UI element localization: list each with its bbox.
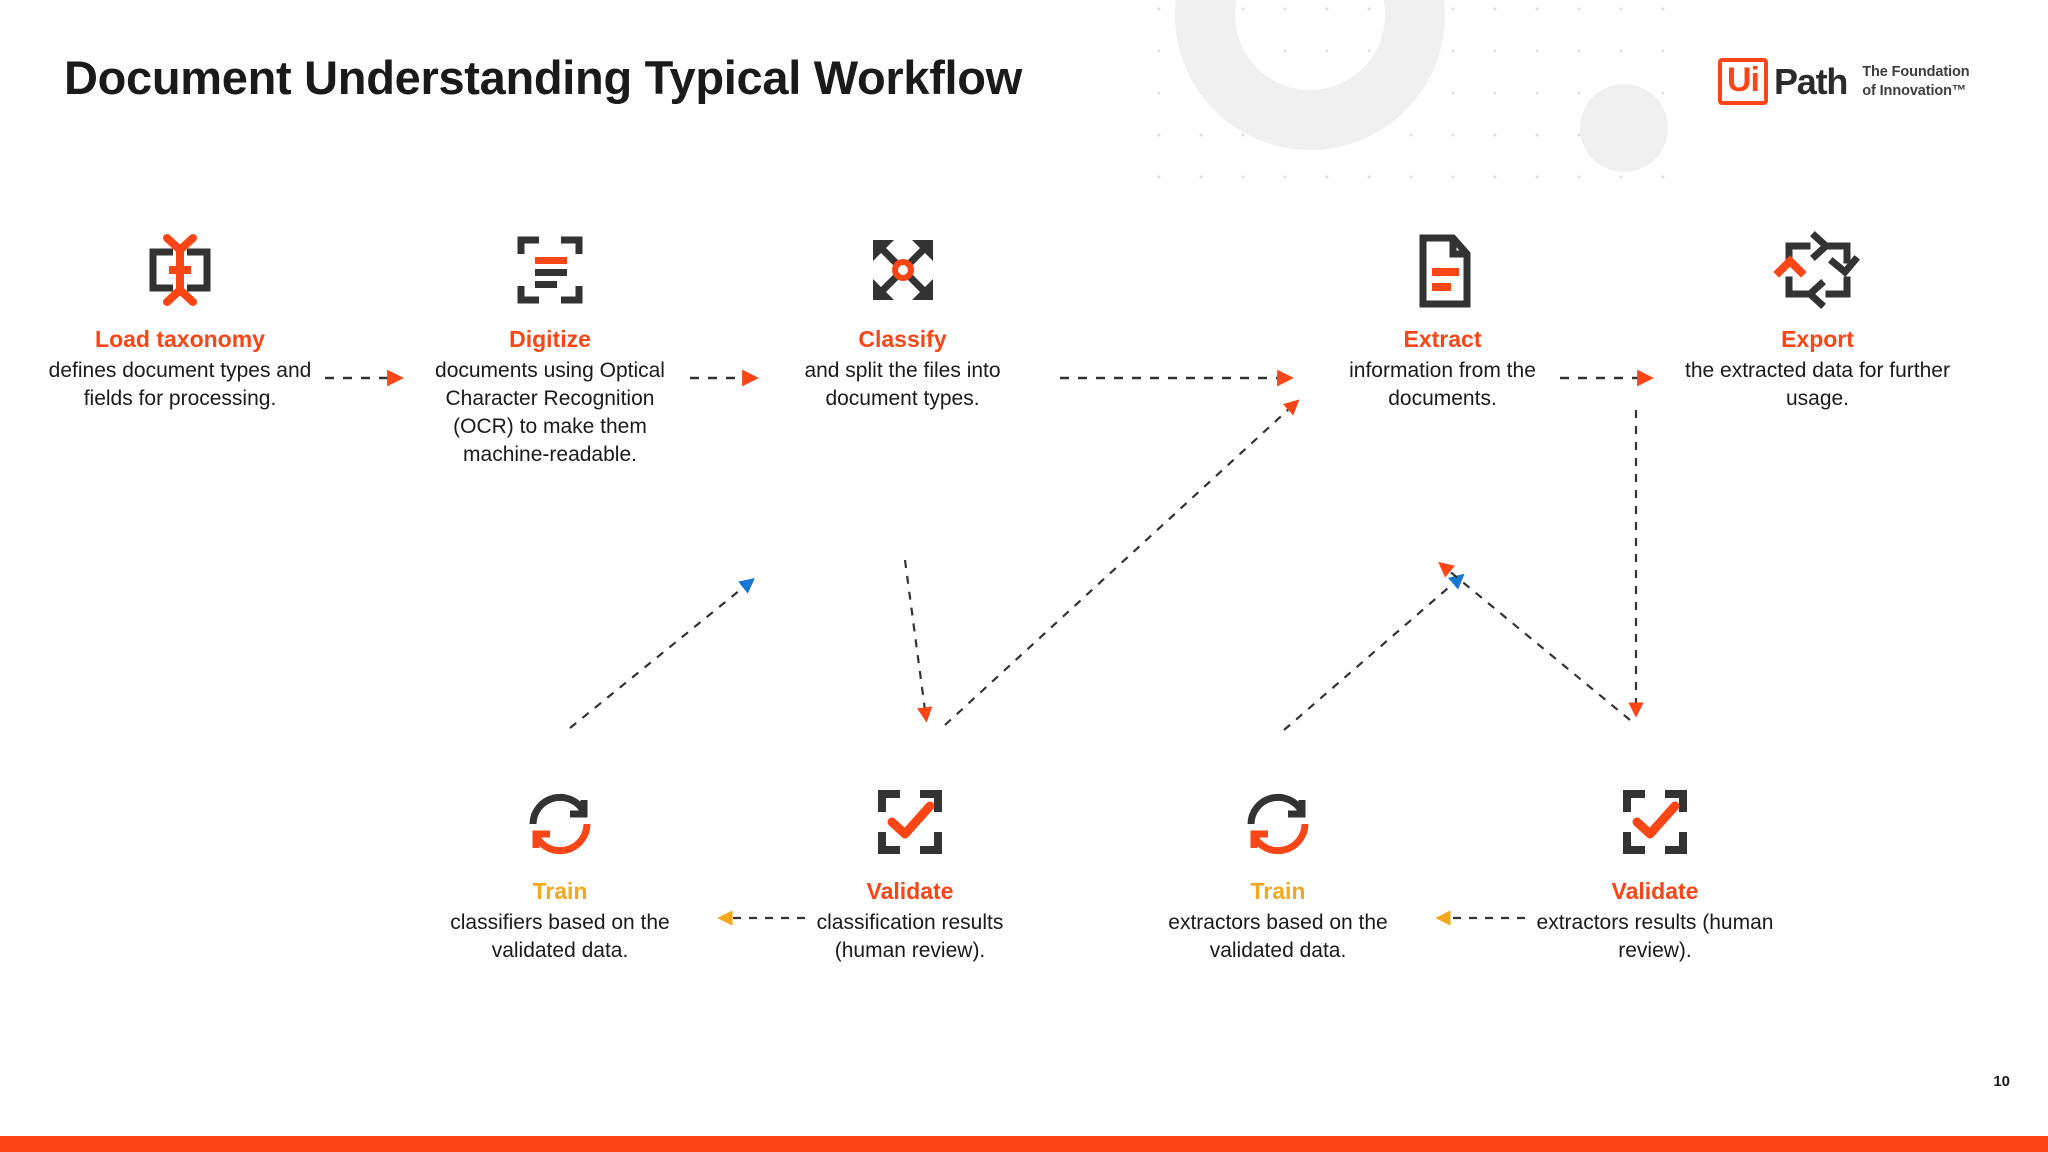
connector-validate-to-train-classifiers xyxy=(569,577,755,729)
connector-validate-extraction-to-train-extractors xyxy=(1283,573,1465,731)
scan-document-icon xyxy=(425,228,675,312)
step-title-validate-classification: Validate xyxy=(866,878,954,904)
step-desc-train-extractors: extractors based on the validated data. xyxy=(1168,911,1388,963)
step-validate-extraction[interactable]: Validate extractors results (human revie… xyxy=(1530,780,1780,965)
step-train-classifiers[interactable]: Train classifiers based on the validated… xyxy=(440,780,680,965)
step-desc-validate-extraction: extractors results (human review). xyxy=(1536,911,1774,963)
connector-classify-to-validate-classification xyxy=(903,559,933,723)
step-desc-export: the extracted data for further usage. xyxy=(1685,359,1950,411)
step-export[interactable]: Export the extracted data for further us… xyxy=(1685,228,1950,413)
logo-tagline: The Foundation of Innovation™ xyxy=(1858,63,1969,99)
step-desc-digitize: documents using Optical Character Recogn… xyxy=(435,359,665,467)
step-title-digitize: Digitize xyxy=(509,326,591,352)
page-title: Document Understanding Typical Workflow xyxy=(64,51,1022,104)
connector-train-classifiers-to-extract xyxy=(944,399,1300,726)
step-desc-extract: information from the documents. xyxy=(1349,359,1536,411)
connector-train-extractors-to-extract xyxy=(1438,561,1631,721)
step-desc-train-classifiers: classifiers based on the validated data. xyxy=(450,911,670,963)
step-desc-classify: and split the files into document types. xyxy=(804,359,1001,411)
step-load-taxonomy[interactable]: Load taxonomy defines document types and… xyxy=(40,228,320,413)
step-digitize[interactable]: Digitize documents using Optical Charact… xyxy=(425,228,675,469)
step-title-validate-extraction: Validate xyxy=(1611,878,1699,904)
logo-tagline-line1: The Foundation xyxy=(1862,64,1970,81)
step-validate-classification[interactable]: Validate classification results (human r… xyxy=(785,780,1035,965)
export-loop-icon xyxy=(1685,228,1950,312)
step-title-classify: Classify xyxy=(858,326,947,352)
frame-check-icon xyxy=(1530,780,1780,864)
logo-mark: Ui Path xyxy=(1718,58,1848,105)
circle-decoration xyxy=(1580,84,1668,172)
logo-ui-badge: Ui xyxy=(1718,58,1768,105)
step-classify[interactable]: Classify and split the files into docume… xyxy=(780,228,1025,413)
step-title-train-extractors: Train xyxy=(1250,878,1306,904)
refresh-retrain-icon xyxy=(1158,780,1398,864)
bottom-accent-bar xyxy=(0,1136,2048,1152)
step-title-export: Export xyxy=(1781,326,1854,352)
frame-check-icon xyxy=(785,780,1035,864)
logo-tagline-line2: of Innovation™ xyxy=(1862,82,1967,99)
step-desc-load-taxonomy: defines document types and fields for pr… xyxy=(48,359,312,411)
step-title-train-classifiers: Train xyxy=(532,878,588,904)
step-train-extractors[interactable]: Train extractors based on the validated … xyxy=(1158,780,1398,965)
page-number: 10 xyxy=(1993,1073,2010,1090)
uipath-logo: Ui Path The Foundation of Innovation™ xyxy=(1718,58,1970,105)
step-title-load-taxonomy: Load taxonomy xyxy=(95,326,265,352)
logo-path-text: Path xyxy=(1774,60,1848,102)
step-title-extract: Extract xyxy=(1403,326,1482,352)
document-lines-icon xyxy=(1320,228,1565,312)
taxonomy-icon xyxy=(40,228,320,312)
expand-arrows-icon xyxy=(780,228,1025,312)
step-extract[interactable]: Extract information from the documents. xyxy=(1320,228,1565,413)
step-desc-validate-classification: classification results (human review). xyxy=(816,911,1004,963)
refresh-retrain-icon xyxy=(440,780,680,864)
